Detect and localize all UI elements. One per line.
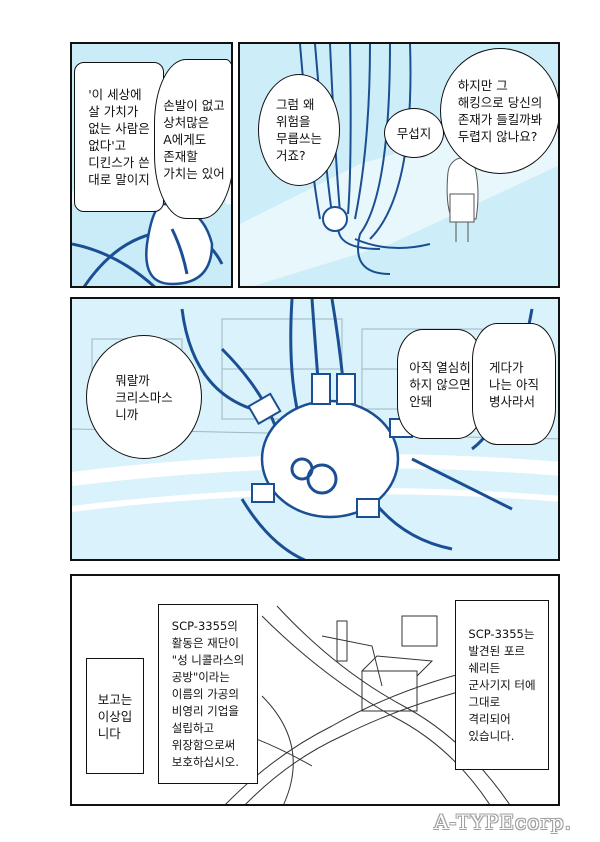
girl-figure <box>446 157 479 242</box>
panel-2-scary-bubble: 무섭지 <box>384 108 444 158</box>
panel-2-scary-text: 무섭지 <box>396 125 432 141</box>
panel-2-hack-text: 하지만 그 해킹으로 당신의 존재가 들킬까봐 두렵지 않나요? <box>457 78 543 144</box>
panel-2: 그럼 왜 위험을 무릅쓰는 거죠? 무섭지 하지만 그 해킹으로 당신의 존재가… <box>238 42 560 288</box>
panel-4-report-caption: 보고는 이상입 니다 <box>86 658 144 774</box>
panel-1-left-text: '이 세상에 살 가치가 없는 사람은 없다'고 디킨스가 쓴 대로 말이지 <box>88 87 150 187</box>
panel-1-right-bubble: 손발이 없고 상처많은 A에게도 존재할 가치는 있어 <box>154 59 231 219</box>
panel-4-location-caption: SCP-3355는 발견된 포르 쉐리든 군사기지 터에 그대로 격리되어 있습… <box>455 600 549 770</box>
panel-3-christmas-text: 뭐랄까 크리스마스 니까 <box>115 372 173 422</box>
panel-4-location-text: SCP-3355는 발견된 포르 쉐리든 군사기지 터에 그대로 격리되어 있습… <box>468 626 536 743</box>
panel-2-question-bubble: 그럼 왜 위험을 무릅쓰는 거죠? <box>258 74 340 186</box>
panel-4-report-text: 보고는 이상입 니다 <box>97 691 133 741</box>
panel-2-hack-bubble: 하지만 그 해킹으로 당신의 존재가 들킬까봐 두렵지 않나요? <box>440 48 558 174</box>
publisher-watermark: A-TYPEcorp. <box>433 810 572 834</box>
panel-3: 뭐랄까 크리스마스 니까 아직 열심히 하지 않으면 안돼 게다가 나는 아직 … <box>70 297 560 561</box>
panel-3-private-text: 게다가 나는 아직 병사라서 <box>489 359 539 409</box>
panel-4: 보고는 이상입 니다 SCP-3355의 활동은 재단이 "성 니콜라스의 공방… <box>70 574 560 806</box>
panel-3-hard-work-text: 아직 열심히 하지 않으면 안돼 <box>409 359 471 409</box>
panel-1-right-text: 손발이 없고 상처많은 A에게도 존재할 가치는 있어 <box>163 97 225 181</box>
panel-4-activity-text: SCP-3355의 활동은 재단이 "성 니콜라스의 공방"이라는 이름의 가공… <box>171 618 245 769</box>
panel-3-private-bubble: 게다가 나는 아직 병사라서 <box>472 323 556 445</box>
panel-3-christmas-bubble: 뭐랄까 크리스마스 니까 <box>86 335 202 459</box>
panel-4-activity-caption: SCP-3355의 활동은 재단이 "성 니콜라스의 공방"이라는 이름의 가공… <box>158 604 258 784</box>
panel-1: '이 세상에 살 가치가 없는 사람은 없다'고 디킨스가 쓴 대로 말이지 손… <box>70 42 233 288</box>
panel-3-hard-work-bubble: 아직 열심히 하지 않으면 안돼 <box>397 329 483 439</box>
panel-1-left-bubble: '이 세상에 살 가치가 없는 사람은 없다'고 디킨스가 쓴 대로 말이지 <box>74 62 164 212</box>
panel-2-question-text: 그럼 왜 위험을 무릅쓰는 거죠? <box>275 97 322 163</box>
